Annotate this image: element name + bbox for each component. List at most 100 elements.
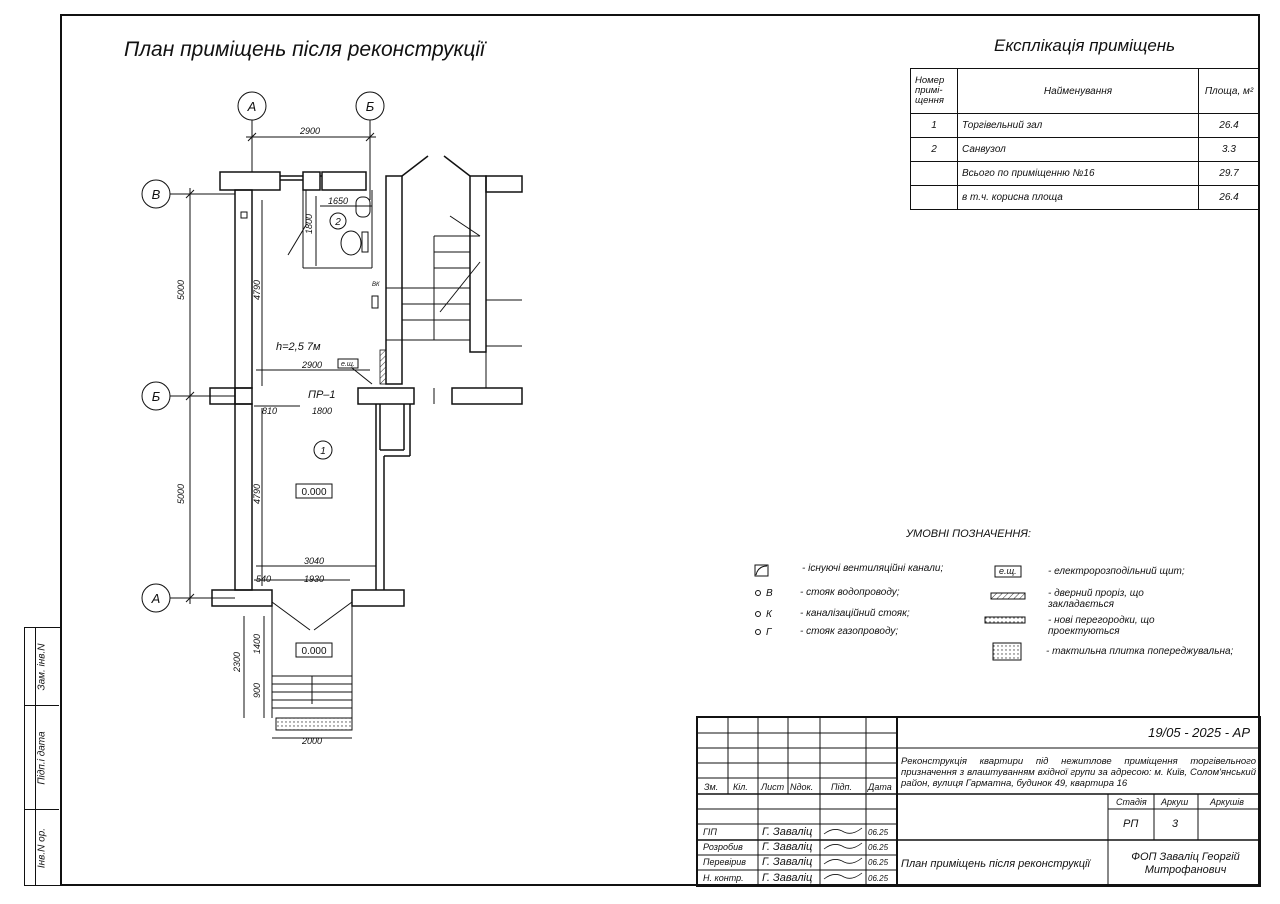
legend-panel: - електророзподільний щит; bbox=[1048, 566, 1185, 577]
room-2-label: 2 bbox=[334, 217, 341, 228]
title-block: 19/05 - 2025 - АР Реконструкція квартири… bbox=[697, 717, 1260, 886]
dim-label: 2000 bbox=[301, 736, 322, 746]
stamp-sheets-label: Аркушів bbox=[1209, 797, 1244, 807]
dim-label: 5000 bbox=[176, 280, 186, 300]
row-num bbox=[910, 161, 958, 186]
stamp-firm: ФОП Заваліц Георгій Митрофанович bbox=[1131, 850, 1240, 876]
electric-panel-symbol bbox=[337, 358, 359, 369]
legend-panel-symbol: е.щ. bbox=[999, 566, 1017, 576]
dim-label: 900 bbox=[252, 683, 262, 698]
stamp-stage: РП bbox=[1123, 818, 1138, 830]
dim-label: 2900 bbox=[299, 126, 320, 136]
level-label-outside: 0.000 bbox=[301, 646, 326, 657]
side-cell-pidp: Підп.і дата bbox=[25, 706, 59, 810]
stamp-person: Г. Заваліц bbox=[762, 872, 812, 884]
level-label-inside: 0.000 bbox=[301, 487, 326, 498]
stamp-date: 06.25 bbox=[868, 874, 889, 883]
stamp-sheet-label: Аркуш bbox=[1160, 797, 1189, 807]
legend-gas: - стояк газопроводу; bbox=[800, 626, 899, 637]
axis-label-a-left: А bbox=[151, 591, 161, 606]
stamp-person: Г. Заваліц bbox=[762, 856, 812, 868]
axis-label-b-left: Б bbox=[152, 389, 161, 404]
opening-label: ПР–1 bbox=[308, 389, 336, 401]
legend-partition: - нові перегородки, що проектуються bbox=[1048, 615, 1155, 637]
stamp-role: Перевірив bbox=[703, 857, 746, 867]
stamp-col-data: Дата bbox=[867, 782, 892, 792]
stamp-sheet-title: План приміщень після реконструкції bbox=[901, 857, 1090, 870]
side-strip-gap bbox=[25, 628, 36, 885]
stamp-sheet: 3 bbox=[1172, 818, 1179, 830]
stamp-stage-label: Стадія bbox=[1116, 797, 1147, 807]
sheet-frame bbox=[60, 14, 1260, 886]
stamp-col-lyst: Лист bbox=[760, 782, 785, 792]
dim-label: 2900 bbox=[301, 360, 322, 370]
side-cell-zam: Зам. інв.N bbox=[25, 628, 59, 706]
dim-label: 1800 bbox=[312, 406, 332, 416]
stamp-date: 06.25 bbox=[868, 843, 889, 852]
stamp-person: Г. Заваліц bbox=[762, 841, 812, 853]
dim-label: 540 bbox=[256, 574, 271, 584]
stamp-date: 06.25 bbox=[868, 858, 889, 867]
riser-sewer-label: К bbox=[376, 282, 380, 288]
stamp-description: Реконструкція квартири під нежитлове при… bbox=[901, 755, 1256, 789]
row-area: 26.4 bbox=[1198, 185, 1260, 210]
dim-label: 2300 bbox=[232, 652, 242, 673]
stamp-col-ndok: Nдок. bbox=[790, 782, 813, 792]
dimension-labels: 2900 1650 1800 4790 5000 2900 810 1800 4… bbox=[176, 126, 348, 746]
stamp-role: Н. контр. bbox=[703, 873, 744, 883]
stamp-col-pidp: Підп. bbox=[831, 782, 852, 792]
legend-water: - стояк водопроводу; bbox=[800, 587, 900, 598]
stamp-person: Г. Заваліц bbox=[762, 826, 812, 838]
dim-label: 5000 bbox=[176, 484, 186, 504]
legend-water-symbol: В bbox=[766, 588, 773, 599]
dim-label: 1400 bbox=[252, 634, 262, 654]
stamp-role: ГІП bbox=[703, 827, 717, 837]
stamp-role: Розробив bbox=[703, 842, 743, 852]
dim-label: 4790 bbox=[252, 484, 262, 504]
legend-door: - дверний проріз, що закладається bbox=[1048, 588, 1144, 610]
room-2-marker bbox=[329, 212, 347, 230]
legend-sewer-symbol: К bbox=[766, 609, 772, 620]
dim-label: 1800 bbox=[304, 214, 314, 234]
level-marker-outside bbox=[295, 642, 333, 658]
explication-title: Експлікація приміщень bbox=[994, 36, 1176, 55]
dim-label: 1930 bbox=[304, 574, 324, 584]
dim-label: 4790 bbox=[252, 280, 262, 300]
header-num: Номер примі- щення bbox=[910, 68, 958, 114]
row-area: 26.4 bbox=[1198, 113, 1260, 138]
axis-label-a-top: А bbox=[247, 99, 257, 114]
table-row: 1 Торгівельний зал 26.4 bbox=[910, 113, 1260, 138]
row-name: в т.ч. корисна площа bbox=[957, 185, 1199, 210]
ceiling-height-label: h=2,5 7м bbox=[276, 341, 321, 353]
dim-label: 3040 bbox=[304, 556, 324, 566]
table-row: Всього по приміщенню №16 29.7 bbox=[910, 161, 1260, 186]
row-num: 2 bbox=[910, 137, 958, 162]
legend-tactile: - тактильна плитка попереджувальна; bbox=[1046, 646, 1234, 657]
table-row: в т.ч. корисна площа 26.4 bbox=[910, 185, 1260, 210]
axis-label-v-left: В bbox=[152, 187, 161, 202]
stamp-col-zm: Зм. bbox=[704, 782, 718, 792]
stamp-date: 06.25 bbox=[868, 828, 889, 837]
stamp-code: 19/05 - 2025 - АР bbox=[1148, 725, 1250, 740]
row-num bbox=[910, 185, 958, 210]
riser-water-label: В bbox=[372, 282, 376, 288]
side-strip: Зам. інв.N Підп.і дата Інв.N ор. bbox=[24, 627, 60, 886]
dim-label: 810 bbox=[262, 406, 277, 416]
stamp-col-kil: Кіл. bbox=[733, 782, 748, 792]
row-name: Всього по приміщенню №16 bbox=[957, 161, 1199, 186]
row-name: Торгівельний зал bbox=[957, 113, 1199, 138]
drawing-title: План приміщень після реконструкції bbox=[124, 38, 485, 61]
legend-vent: - існуючі вентиляційні канали; bbox=[802, 563, 944, 574]
legend-sewer: - каналізаційний стояк; bbox=[800, 608, 910, 619]
electric-panel-label: е.щ. bbox=[341, 361, 355, 368]
legend-gas-symbol: Г bbox=[766, 627, 772, 638]
room-1-marker bbox=[313, 440, 333, 460]
legend-title: УМОВНІ ПОЗНАЧЕННЯ: bbox=[906, 528, 1031, 540]
axis-label-b-top: Б bbox=[366, 99, 375, 114]
explication-table: Номер примі- щення Найменування Площа, м… bbox=[910, 68, 1260, 210]
level-marker-inside bbox=[295, 483, 333, 499]
dim-label: 1650 bbox=[328, 196, 348, 206]
room-1-label: 1 bbox=[320, 446, 326, 457]
row-area: 3.3 bbox=[1198, 137, 1260, 162]
